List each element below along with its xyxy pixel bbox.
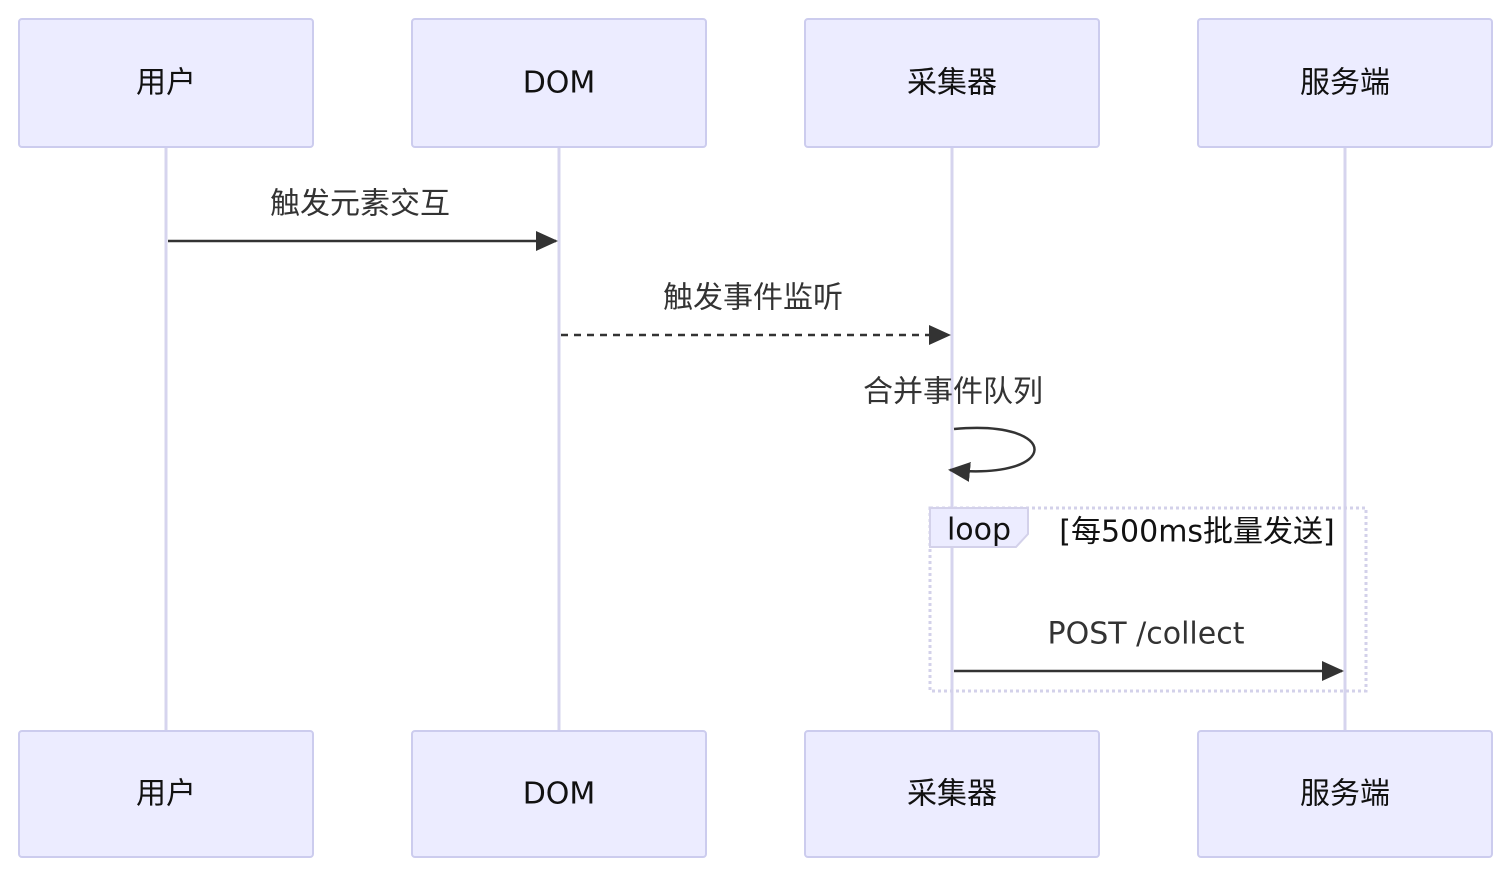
actor-label: 服务端 bbox=[1300, 66, 1390, 101]
message-collector-self: 合并事件队列 bbox=[863, 375, 1043, 482]
actor-label: 采集器 bbox=[907, 66, 997, 101]
actor-bottom-dom: DOM bbox=[411, 730, 707, 858]
actor-label: 服务端 bbox=[1300, 777, 1390, 812]
loop-condition: [每500ms批量发送] bbox=[1059, 515, 1335, 550]
actor-top-server: 服务端 bbox=[1197, 18, 1493, 148]
loop-keyword: loop bbox=[947, 513, 1011, 548]
message-label: 合并事件队列 bbox=[863, 375, 1043, 410]
actor-top-user: 用户 bbox=[18, 18, 314, 148]
message-label: POST /collect bbox=[1048, 617, 1245, 652]
message-collector-to-server: POST /collect bbox=[954, 617, 1344, 681]
actor-label: 用户 bbox=[136, 777, 196, 812]
message-label: 触发元素交互 bbox=[270, 187, 450, 222]
actor-top-dom: DOM bbox=[411, 18, 707, 148]
loop-fragment: loop [每500ms批量发送] bbox=[928, 506, 1368, 693]
message-dom-to-collector: 触发事件监听 bbox=[561, 281, 951, 345]
actor-top-collector: 采集器 bbox=[804, 18, 1100, 148]
loop-tab bbox=[929, 507, 1029, 548]
actor-label: DOM bbox=[523, 777, 596, 812]
actor-label: DOM bbox=[523, 66, 596, 101]
actor-bottom-server: 服务端 bbox=[1197, 730, 1493, 858]
actor-label: 采集器 bbox=[907, 777, 997, 812]
message-user-to-dom: 触发元素交互 bbox=[168, 187, 558, 251]
actor-bottom-collector: 采集器 bbox=[804, 730, 1100, 858]
actor-bottom-user: 用户 bbox=[18, 730, 314, 858]
message-label: 触发事件监听 bbox=[663, 281, 843, 316]
self-call-arrow bbox=[948, 426, 1036, 482]
actor-label: 用户 bbox=[136, 66, 196, 101]
loop-frame bbox=[928, 506, 1368, 693]
